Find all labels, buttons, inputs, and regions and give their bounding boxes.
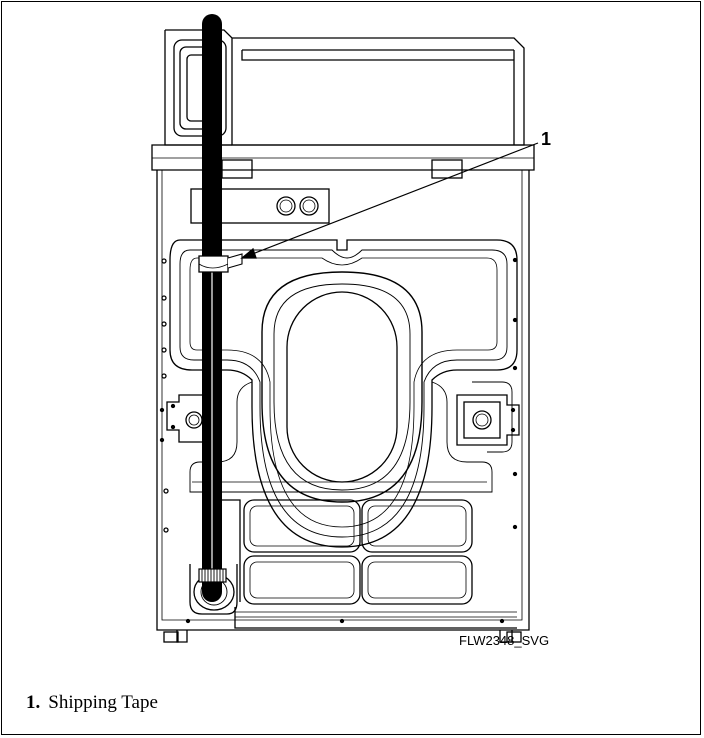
panel-screws [159, 257, 518, 624]
lower-frame-channel [189, 381, 513, 493]
figure-id: FLW2348_SVG [459, 633, 550, 648]
legend-item-label: Shipping Tape [48, 692, 158, 713]
right-mounting-bracket [456, 394, 520, 446]
legend-item-number: 1. [26, 692, 41, 713]
cabinet-back-panel [156, 170, 530, 643]
hose-clamp [198, 568, 227, 583]
water-inlet-panel [190, 188, 330, 224]
callout-number-1: 1 [541, 129, 552, 149]
legend: 1. Shipping Tape [26, 692, 158, 714]
lower-panel-recesses [212, 499, 473, 605]
shipping-tape [198, 253, 243, 273]
callout-leader [240, 142, 539, 259]
